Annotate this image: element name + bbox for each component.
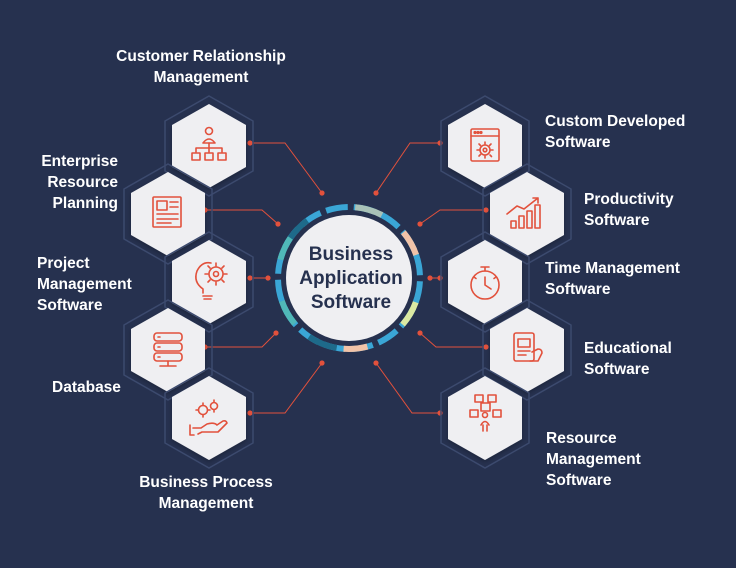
connector-educational: [419, 332, 486, 348]
stopwatch-icon: [470, 266, 500, 300]
label-bpm: Business Process Management: [139, 474, 273, 512]
connector-database: [205, 332, 277, 348]
label-time: Time Management Software: [545, 260, 680, 298]
connector-custom: [375, 142, 440, 194]
hexagon-bpm: [164, 367, 254, 469]
center-title: Business Application Software: [299, 244, 403, 313]
hexagon-database: [123, 299, 213, 401]
connector-crm: [250, 142, 323, 194]
center-hub: [275, 204, 423, 352]
browser-gear-icon: [470, 128, 500, 162]
lightbulb-gear-icon: [195, 261, 228, 300]
connector-productivity: [419, 209, 486, 225]
connector-bpm: [250, 362, 323, 414]
growth-chart-icon: [506, 197, 541, 229]
connector-lines: [205, 142, 486, 414]
label-productivity: Productivity Software: [584, 191, 674, 229]
label-educational: Educational Software: [584, 340, 672, 378]
connector-resource: [375, 362, 440, 414]
center-disc: [286, 215, 412, 341]
hexagon-educational: [482, 299, 572, 401]
label-project: Project Management Software: [37, 255, 132, 314]
label-erp: Enterprise Resource Planning: [41, 153, 118, 212]
tablet-hand-icon: [513, 332, 543, 362]
cubes-person-icon: [469, 394, 502, 432]
document-list-icon: [152, 196, 182, 228]
hand-gears-icon: [189, 399, 228, 436]
label-crm: Customer Relationship Management: [116, 48, 286, 86]
label-database: Database: [52, 379, 121, 396]
connector-erp: [205, 209, 279, 225]
label-resource: Resource Management Software: [546, 430, 641, 489]
label-custom: Custom Developed Software: [545, 113, 686, 151]
database-icon: [153, 332, 183, 367]
hexagon-custom: [440, 95, 530, 197]
org-chart-icon: [191, 126, 227, 161]
